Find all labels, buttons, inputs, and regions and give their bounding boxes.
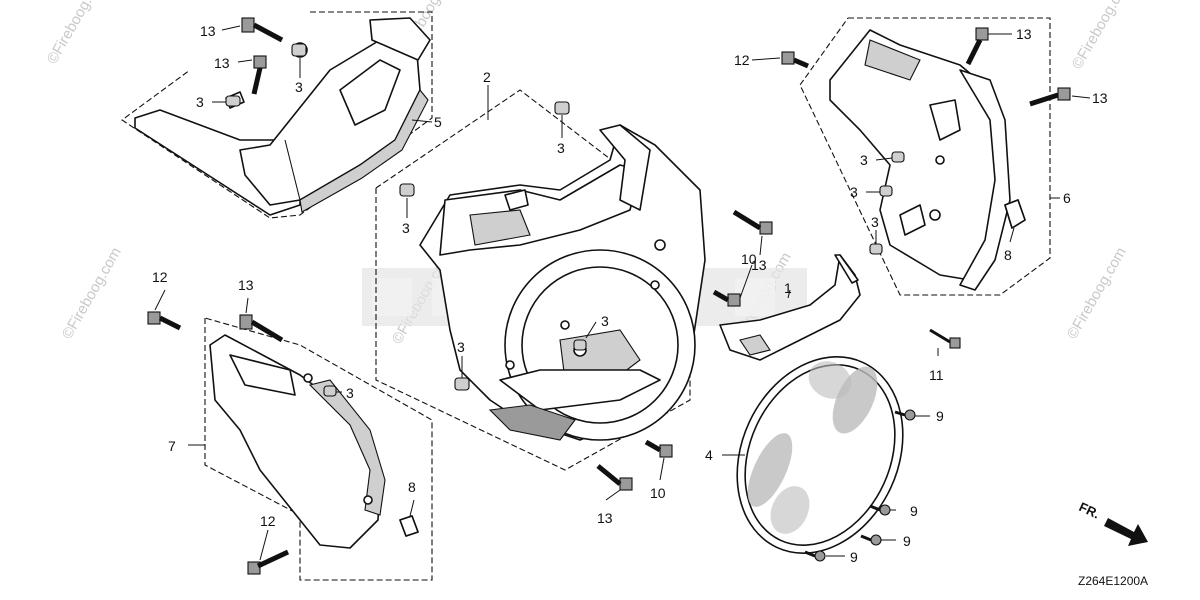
- screw-icon: [894, 409, 916, 421]
- grommet-icon: [225, 95, 241, 107]
- bolt-icon: [239, 314, 284, 343]
- callout-7: 7: [168, 438, 176, 454]
- bolt-icon: [781, 51, 809, 69]
- callout-13: 13: [1092, 90, 1108, 106]
- bolt-icon: [251, 55, 267, 95]
- callout-13: 13: [597, 510, 613, 526]
- callout-3: 3: [346, 385, 354, 401]
- fasteners: [147, 17, 1071, 575]
- callout-labels: 13 13 3 3 5 2 3 3 13 12 13 3 3 3 6 8 10 …: [152, 23, 1108, 565]
- watermark-text: ©Fireboog.com: [44, 0, 110, 67]
- bolt-icon: [712, 289, 741, 307]
- watermark-text: ©Fireboog.com: [1064, 245, 1130, 342]
- grommet-icon: [554, 101, 570, 115]
- callout-12: 12: [734, 52, 750, 68]
- callout-3: 3: [196, 94, 204, 110]
- callout-9: 9: [936, 408, 944, 424]
- callout-2: 2: [483, 69, 491, 85]
- bolt-icon: [732, 209, 773, 235]
- grommet-icon: [879, 185, 893, 197]
- callout-3: 3: [871, 214, 879, 230]
- part-2-group: [375, 89, 706, 471]
- callout-5: 5: [434, 114, 442, 130]
- callout-6: 6: [1063, 190, 1071, 206]
- callout-3: 3: [557, 140, 565, 156]
- callout-13: 13: [238, 277, 254, 293]
- screw-icon: [804, 550, 826, 562]
- bolt-icon: [1029, 87, 1071, 107]
- grommet-icon: [869, 243, 883, 255]
- bolt-icon: [644, 439, 673, 458]
- callout-9: 9: [850, 549, 858, 565]
- leader-lines: [154, 25, 1091, 561]
- bolt-icon: [965, 27, 989, 66]
- watermark-text: ©Fireboog.com: [1069, 0, 1135, 72]
- bolt-icon: [596, 464, 633, 491]
- callout-1: 1: [784, 280, 792, 296]
- screw-icon: [860, 534, 882, 546]
- callout-13: 13: [751, 257, 767, 273]
- grommet-icon: [323, 385, 337, 397]
- callout-8: 8: [408, 479, 416, 495]
- part-1-group: [719, 254, 861, 361]
- callout-3: 3: [402, 220, 410, 236]
- callout-10: 10: [650, 485, 666, 501]
- callout-3: 3: [295, 79, 303, 95]
- callout-4: 4: [705, 447, 713, 463]
- callout-3: 3: [457, 339, 465, 355]
- clip-icon: [1004, 199, 1026, 229]
- callout-13: 13: [200, 23, 216, 39]
- clip-icon: [399, 515, 419, 537]
- bolt-icon: [241, 17, 284, 43]
- callout-12: 12: [260, 513, 276, 529]
- bolt-icon: [147, 311, 182, 331]
- part-5-group: [121, 11, 433, 219]
- arrow-icon: [1104, 518, 1148, 546]
- front-direction-marker: FR.: [1077, 499, 1148, 546]
- callout-13: 13: [1016, 26, 1032, 42]
- callout-9: 9: [903, 533, 911, 549]
- callout-12: 12: [152, 269, 168, 285]
- part-4-group: [736, 356, 904, 554]
- grommet-icon: [573, 339, 587, 351]
- diagram-code: Z264E1200A: [1078, 574, 1148, 588]
- part-6-group: [799, 17, 1051, 296]
- callout-3: 3: [850, 184, 858, 200]
- front-marker-label: FR.: [1077, 499, 1102, 521]
- callout-13: 13: [214, 55, 230, 71]
- grommet-icon: [891, 151, 905, 163]
- callout-3: 3: [860, 152, 868, 168]
- grommet-icon: [399, 183, 415, 197]
- bolt-icon: [247, 549, 290, 575]
- callout-10: 10: [741, 251, 757, 267]
- callout-3: 3: [601, 313, 609, 329]
- callout-8: 8: [1004, 247, 1012, 263]
- callout-9: 9: [910, 503, 918, 519]
- bolt-icon: [929, 328, 961, 349]
- watermark-text: ©Fireboog.com: [59, 245, 125, 342]
- part-7-group: [204, 317, 433, 581]
- grommet-icon: [454, 377, 470, 391]
- callout-11: 11: [929, 367, 944, 383]
- grommet-icon: [291, 43, 307, 57]
